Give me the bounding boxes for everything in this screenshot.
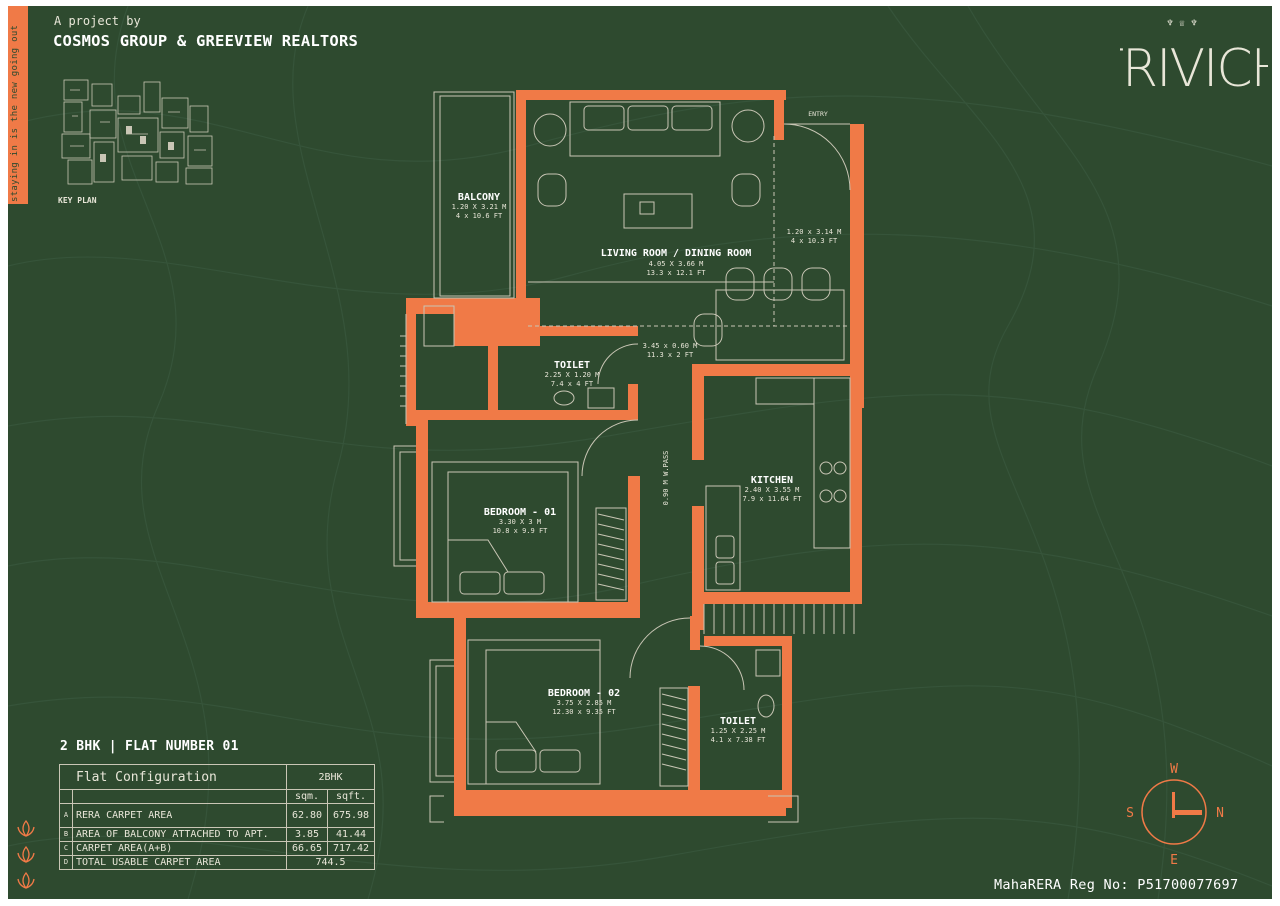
toilet1-name: TOILET — [554, 360, 590, 371]
compass-n: N — [1216, 806, 1224, 821]
rera-registration: MahaRERA Reg No: P51700077697 — [994, 877, 1239, 893]
toilet2-name: TOILET — [720, 716, 756, 727]
developer-name: COSMOS GROUP & GREEVIEW REALTORS — [53, 32, 359, 50]
row-sqft: 675.98 — [327, 803, 375, 828]
flat-title: 2 BHK | FLAT NUMBER 01 — [60, 739, 239, 754]
living-name: LIVING ROOM / DINING ROOM — [601, 248, 752, 259]
row-label: CARPET AREA(A+B) — [72, 841, 287, 856]
row-sqm: 66.65 — [286, 841, 328, 856]
compass-s: S — [1126, 806, 1134, 821]
svg-text:1.20 X 3.21 M: 1.20 X 3.21 M — [452, 203, 507, 211]
svg-text:12.30 x 9.35 FT: 12.30 x 9.35 FT — [552, 708, 616, 716]
walls — [406, 90, 864, 816]
svg-text:4.05 X 3.66 M: 4.05 X 3.66 M — [649, 260, 704, 268]
svg-text:11.3 x 2 FT: 11.3 x 2 FT — [647, 351, 694, 359]
svg-text:4.1 x 7.38 FT: 4.1 x 7.38 FT — [711, 736, 767, 744]
svg-text:2.25 X 1.20 M: 2.25 X 1.20 M — [545, 371, 600, 379]
row-sqm: 62.80 — [286, 803, 328, 828]
row-index: A — [59, 803, 73, 828]
row-label: RERA CARPET AREA — [72, 803, 287, 828]
bedroom2-name: BEDROOM - 02 — [548, 688, 620, 699]
compass-icon: W E S N — [1126, 762, 1224, 868]
flat-configuration-table: Flat Configuration 2BHK sqm. sqft. A RER… — [59, 764, 375, 870]
compass-e: E — [1170, 853, 1178, 868]
tagline-tab: staying in is the new going out — [8, 6, 28, 204]
compass-w: W — [1170, 762, 1178, 777]
row-index: C — [59, 841, 73, 856]
config-type: 2BHK — [286, 764, 375, 790]
bedroom1-name: BEDROOM - 01 — [484, 507, 556, 518]
svg-text:13.3 x 12.1 FT: 13.3 x 12.1 FT — [646, 269, 706, 277]
svg-text:3.75 X 2.85 M: 3.75 X 2.85 M — [557, 699, 612, 707]
svg-text:7.4 x 4 FT: 7.4 x 4 FT — [551, 380, 594, 388]
wpass-label: 0.90 M W.PASS — [662, 451, 670, 506]
lotus-icon — [17, 819, 35, 838]
row-label: TOTAL USABLE CARPET AREA — [72, 855, 287, 870]
row-index: B — [59, 827, 73, 842]
kitchen-name: KITCHEN — [751, 475, 793, 486]
svg-text:3.30 X 3 M: 3.30 X 3 M — [499, 518, 541, 526]
svg-text:2.40 X 3.55 M: 2.40 X 3.55 M — [745, 486, 800, 494]
svg-text:3.45 x 0.60 M: 3.45 x 0.60 M — [643, 342, 698, 350]
svg-text:1.20 x 3.14 M: 1.20 x 3.14 M — [787, 228, 842, 236]
row-index: D — [59, 855, 73, 870]
row-sqft: 41.44 — [327, 827, 375, 842]
lotus-icon — [17, 871, 35, 890]
entry-label: ENTRY — [808, 110, 828, 118]
floor-plan-sheet: staying in is the new going out A projec… — [8, 6, 1272, 899]
unit-sqft: sqft. — [327, 789, 375, 804]
svg-text:♆ ♕ ♆: ♆ ♕ ♆ — [1167, 18, 1197, 29]
room-labels: BALCONY LIVING ROOM / DINING ROOM TOILET… — [458, 192, 793, 727]
key-plan-label: KEY PLAN — [58, 196, 97, 205]
lotus-icon — [17, 845, 35, 864]
row-sqm: 3.85 — [286, 827, 328, 842]
svg-text:10.8 x 9.9 FT: 10.8 x 9.9 FT — [493, 527, 549, 535]
key-plan-image — [61, 79, 213, 185]
room-dimensions: 1.20 X 3.21 M4 x 10.6 FT 4.05 X 3.66 M13… — [452, 110, 842, 744]
svg-text:4 x 10.6 FT: 4 x 10.6 FT — [456, 212, 503, 220]
svg-text:1.25 X 2.25 M: 1.25 X 2.25 M — [711, 727, 766, 735]
unit-sqm: sqm. — [286, 789, 328, 804]
logo-text: TRIVICH — [1120, 39, 1268, 99]
row-sqft: 717.42 — [327, 841, 375, 856]
config-title: Flat Configuration — [59, 764, 287, 790]
balcony-name: BALCONY — [458, 192, 500, 203]
floor-plan: BALCONY LIVING ROOM / DINING ROOM TOILET… — [393, 90, 864, 823]
row-total: 744.5 — [286, 855, 375, 870]
svg-text:4 x 10.3 FT: 4 x 10.3 FT — [791, 237, 838, 245]
fixtures — [393, 91, 855, 823]
project-by-label: A project by — [54, 14, 141, 28]
svg-text:7.9 x 11.64 FT: 7.9 x 11.64 FT — [742, 495, 802, 503]
row-label: AREA OF BALCONY ATTACHED TO APT. — [72, 827, 287, 842]
trivich-logo: ♆ ♕ ♆ TRIVICH — [1120, 18, 1268, 99]
